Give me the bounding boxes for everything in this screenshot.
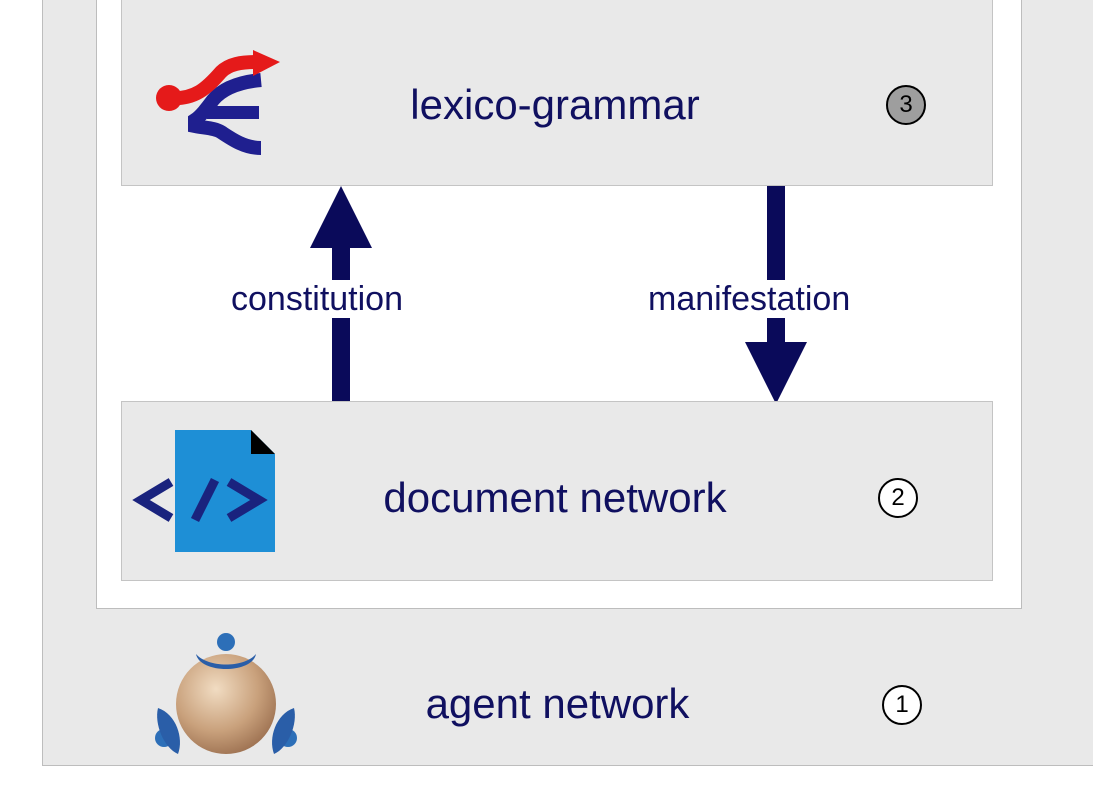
lexico-grammar-logo-icon (156, 50, 280, 155)
lexico-grammar-box (121, 0, 993, 186)
layer-number-badge-2: 2 (878, 478, 918, 518)
layer-label-lexico-grammar: lexico-grammar (410, 81, 700, 128)
layer-label-document-network: document network (383, 474, 727, 521)
code-document-icon (132, 430, 275, 552)
layer-label-agent-network: agent network (425, 680, 690, 727)
agent-network-icon (155, 633, 297, 754)
layer-number-badge-3: 3 (886, 85, 926, 125)
manifestation-label: manifestation (642, 280, 857, 318)
layer-number-badge-1: 1 (882, 685, 922, 725)
constitution-label: constitution (225, 280, 409, 318)
